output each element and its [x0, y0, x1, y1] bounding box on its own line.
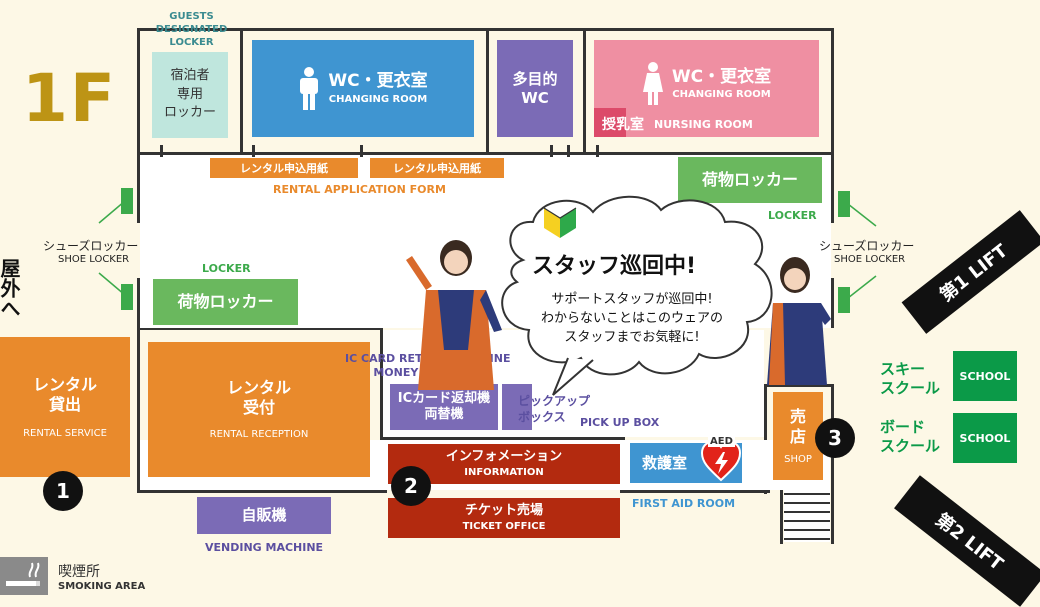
- wc-women-en: CHANGING ROOM: [672, 89, 771, 101]
- shoe-locker-right-lines: [847, 203, 877, 299]
- ski-school: SCHOOL: [953, 351, 1017, 401]
- rental-form-label-1: レンタル申込用紙: [210, 158, 358, 178]
- wc-women: WC・更衣室 CHANGING ROOM 授乳室 NURSING ROOM: [594, 40, 819, 137]
- speech-bubble: [501, 195, 773, 396]
- information-en: INFORMATION: [464, 466, 544, 478]
- vending-machine: 自販機: [197, 497, 331, 534]
- shoe-locker-left-en: SHOE LOCKER: [58, 254, 130, 265]
- guests-locker-room: GUESTS DESIGNATED LOCKER 宿泊者 専用 ロッカー: [143, 10, 240, 140]
- smoking-en: SMOKING AREA: [58, 581, 146, 592]
- locker-left: 荷物ロッカー: [153, 279, 298, 325]
- locker-left-en: LOCKER: [202, 262, 251, 275]
- shoe-locker-right-jp: シューズロッカー: [819, 239, 915, 253]
- marker-3: 3: [815, 418, 855, 458]
- smoking-jp: 喫煙所: [58, 564, 100, 580]
- first-aid-jp: 救護室: [642, 453, 688, 472]
- rental-service-en: RENTAL SERVICE: [23, 427, 107, 439]
- man-icon: [300, 66, 319, 110]
- aed-label: AED: [708, 436, 735, 447]
- rental-reception-en: RENTAL RECEPTION: [209, 429, 309, 440]
- nursing-jp: 授乳室: [602, 117, 644, 133]
- wc-men-jp: WC・更衣室: [328, 71, 428, 92]
- ic-card-jp: ICカード返却機 両替機: [397, 390, 491, 422]
- woman-icon: [642, 62, 663, 105]
- nursing-en: NURSING ROOM: [654, 118, 753, 131]
- lift-2: 第2 LIFT: [894, 475, 1040, 607]
- aed-icon: [700, 440, 742, 482]
- marker-2: 2: [391, 466, 431, 506]
- wc-men-en: CHANGING ROOM: [328, 93, 428, 105]
- shop: 売 店 SHOP: [773, 392, 823, 480]
- shop-en: SHOP: [784, 453, 812, 465]
- vending-en: VENDING MACHINE: [205, 541, 324, 554]
- bubble-title: スタッフ巡回中!: [532, 254, 697, 279]
- staff-figure-left: [406, 240, 502, 390]
- vending-jp: 自販機: [241, 506, 287, 525]
- pickup-jp: ピックアップ ボックス: [518, 394, 591, 425]
- rental-form-label-2: レンタル申込用紙: [370, 158, 504, 178]
- wc-women-jp: WC・更衣室: [671, 66, 772, 87]
- information-jp: インフォメーション: [445, 449, 563, 465]
- shoe-locker-left-jp: シューズロッカー: [43, 239, 139, 253]
- rental-service: レンタル 貸出 RENTAL SERVICE: [0, 337, 130, 477]
- shoe-locker-right-en: SHOE LOCKER: [834, 254, 906, 265]
- guests-locker-jp: 宿泊者 専用 ロッカー: [163, 67, 216, 121]
- board-school: SCHOOL: [953, 413, 1017, 463]
- rental-form-en: RENTAL APPLICATION FORM: [273, 183, 446, 196]
- locker-right: 荷物ロッカー: [678, 157, 822, 203]
- locker-right-jp: 荷物ロッカー: [701, 170, 798, 189]
- stairs: [784, 486, 830, 542]
- lift-1: 第1 LIFT: [901, 210, 1040, 334]
- ski-school-jp: スキー スクール: [880, 360, 941, 397]
- ticket-jp: チケット売場: [464, 503, 543, 519]
- bubble-body: サポートスタッフが巡回中! わからないことはこのウェアの スタッフまでお気軽に!: [540, 292, 723, 345]
- rental-service-jp: レンタル 貸出: [32, 374, 97, 414]
- ticket-office: チケット売場 TICKET OFFICE: [388, 498, 620, 538]
- wc-men: WC・更衣室 CHANGING ROOM: [252, 40, 474, 137]
- outside-label: 屋外へ: [0, 258, 21, 318]
- multi-wc: 多目的 WC: [497, 40, 573, 137]
- rental-reception: レンタル 受付 RENTAL RECEPTION: [148, 342, 370, 477]
- beginner-mark-icon: [543, 207, 577, 238]
- first-aid-en: FIRST AID ROOM: [632, 497, 736, 510]
- locker-right-en: LOCKER: [768, 209, 817, 222]
- pickup-en: PICK UP BOX: [580, 416, 660, 429]
- rental-reception-jp: レンタル 受付: [226, 378, 291, 417]
- floor-label: 1F: [22, 60, 118, 137]
- pickup-box: [502, 384, 532, 430]
- shoe-locker-left-lines: [98, 200, 126, 296]
- locker-left-jp: 荷物ロッカー: [177, 292, 274, 311]
- ic-card-machine: ICカード返却機 両替機: [390, 384, 498, 430]
- smoking-icon: [0, 557, 48, 595]
- nursing-room: [594, 108, 626, 137]
- board-school-jp: ボード スクール: [880, 418, 941, 455]
- guests-locker-en: GUESTS DESIGNATED LOCKER: [155, 11, 228, 48]
- multi-wc-jp: 多目的 WC: [512, 69, 558, 107]
- staff-figure-right: [767, 257, 831, 385]
- marker-1: 1: [43, 471, 83, 511]
- shop-jp: 売 店: [789, 406, 806, 446]
- guests-locker-box: 宿泊者 専用 ロッカー: [152, 52, 228, 138]
- ticket-en: TICKET OFFICE: [462, 520, 546, 532]
